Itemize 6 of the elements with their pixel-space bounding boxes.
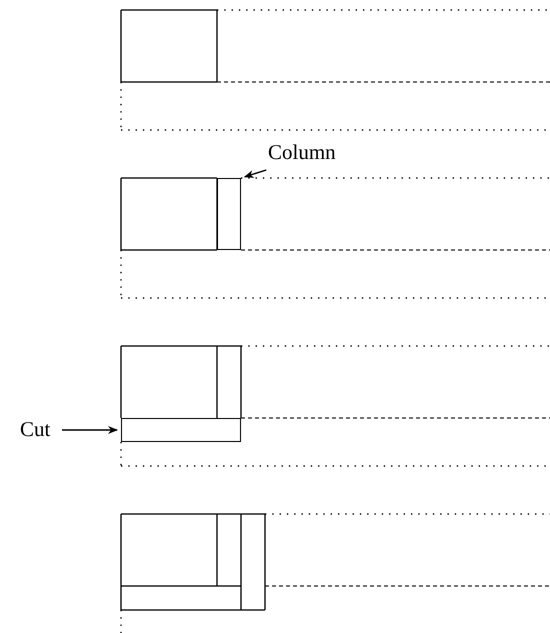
- cut-strip: [121, 418, 241, 442]
- column-label: Column: [268, 140, 372, 166]
- column-strip: [217, 178, 241, 250]
- leader-line: [62, 426, 118, 434]
- cut-label: Cut: [20, 417, 58, 443]
- leader-line: [244, 169, 266, 178]
